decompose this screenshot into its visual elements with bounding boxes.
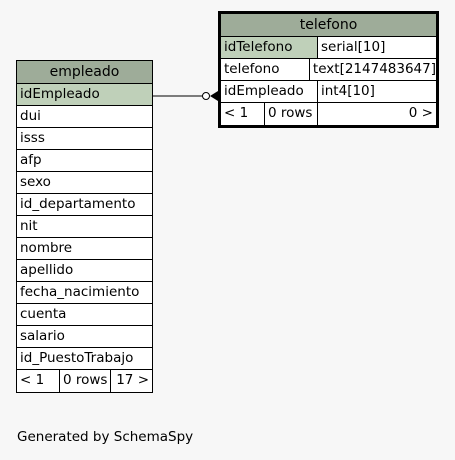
table-row: id_PuestoTrabajo xyxy=(17,348,152,370)
row-count: 0 rows xyxy=(60,370,111,392)
fk-optional-marker-icon xyxy=(202,92,210,100)
row-count: 0 rows xyxy=(265,103,318,125)
column-type: text[2147483647] xyxy=(312,61,436,77)
column-sexo[interactable]: sexo xyxy=(20,174,51,190)
table-row: apellido xyxy=(17,260,152,282)
column-id_departamento[interactable]: id_departamento xyxy=(20,196,136,212)
table-empleado[interactable]: empleado idEmpleado dui isss afp sexo id… xyxy=(16,60,153,393)
table-telefono-title[interactable]: telefono xyxy=(221,14,436,37)
table-row: nombre xyxy=(17,238,152,260)
column-idEmpleado-fk[interactable]: idEmpleado xyxy=(221,81,318,102)
column-telefono[interactable]: telefono xyxy=(221,59,310,80)
column-isss[interactable]: isss xyxy=(20,130,45,146)
column-idEmpleado[interactable]: idEmpleado xyxy=(17,84,152,105)
fk-arrowhead-icon xyxy=(210,91,218,101)
column-dui[interactable]: dui xyxy=(20,108,41,124)
table-row: idTelefono serial[10] xyxy=(221,37,436,59)
table-row: dui xyxy=(17,106,152,128)
table-row: telefono text[2147483647] xyxy=(221,59,436,81)
table-row: nit xyxy=(17,216,152,238)
table-telefono[interactable]: telefono idTelefono serial[10] telefono … xyxy=(218,11,439,128)
column-afp[interactable]: afp xyxy=(20,152,42,168)
parents-count[interactable]: < 1 xyxy=(221,103,265,125)
generated-by-text: Generated by SchemaSpy xyxy=(17,429,194,445)
table-footer-row: < 1 0 rows 17 > xyxy=(17,370,152,392)
table-empleado-title[interactable]: empleado xyxy=(17,61,152,84)
column-nit[interactable]: nit xyxy=(20,218,38,234)
column-idTelefono[interactable]: idTelefono xyxy=(221,37,318,58)
parents-count[interactable]: < 1 xyxy=(17,370,60,392)
table-row: cuenta xyxy=(17,304,152,326)
table-row: idEmpleado xyxy=(17,84,152,106)
column-salario[interactable]: salario xyxy=(20,328,65,344)
table-row: id_departamento xyxy=(17,194,152,216)
children-count[interactable]: 17 > xyxy=(116,372,149,388)
column-apellido[interactable]: apellido xyxy=(20,262,74,278)
column-type: serial[10] xyxy=(321,39,386,55)
column-nombre[interactable]: nombre xyxy=(20,240,73,256)
table-row: salario xyxy=(17,326,152,348)
children-count: 0 > xyxy=(408,105,433,121)
column-type: int4[10] xyxy=(321,83,375,99)
column-id_PuestoTrabajo[interactable]: id_PuestoTrabajo xyxy=(20,350,134,366)
table-row: sexo xyxy=(17,172,152,194)
table-row: isss xyxy=(17,128,152,150)
table-row: afp xyxy=(17,150,152,172)
table-row: fecha_nacimiento xyxy=(17,282,152,304)
table-footer-row: < 1 0 rows 0 > xyxy=(221,103,436,125)
column-cuenta[interactable]: cuenta xyxy=(20,306,67,322)
column-fecha_nacimiento[interactable]: fecha_nacimiento xyxy=(20,284,140,300)
table-row: idEmpleado int4[10] xyxy=(221,81,436,103)
